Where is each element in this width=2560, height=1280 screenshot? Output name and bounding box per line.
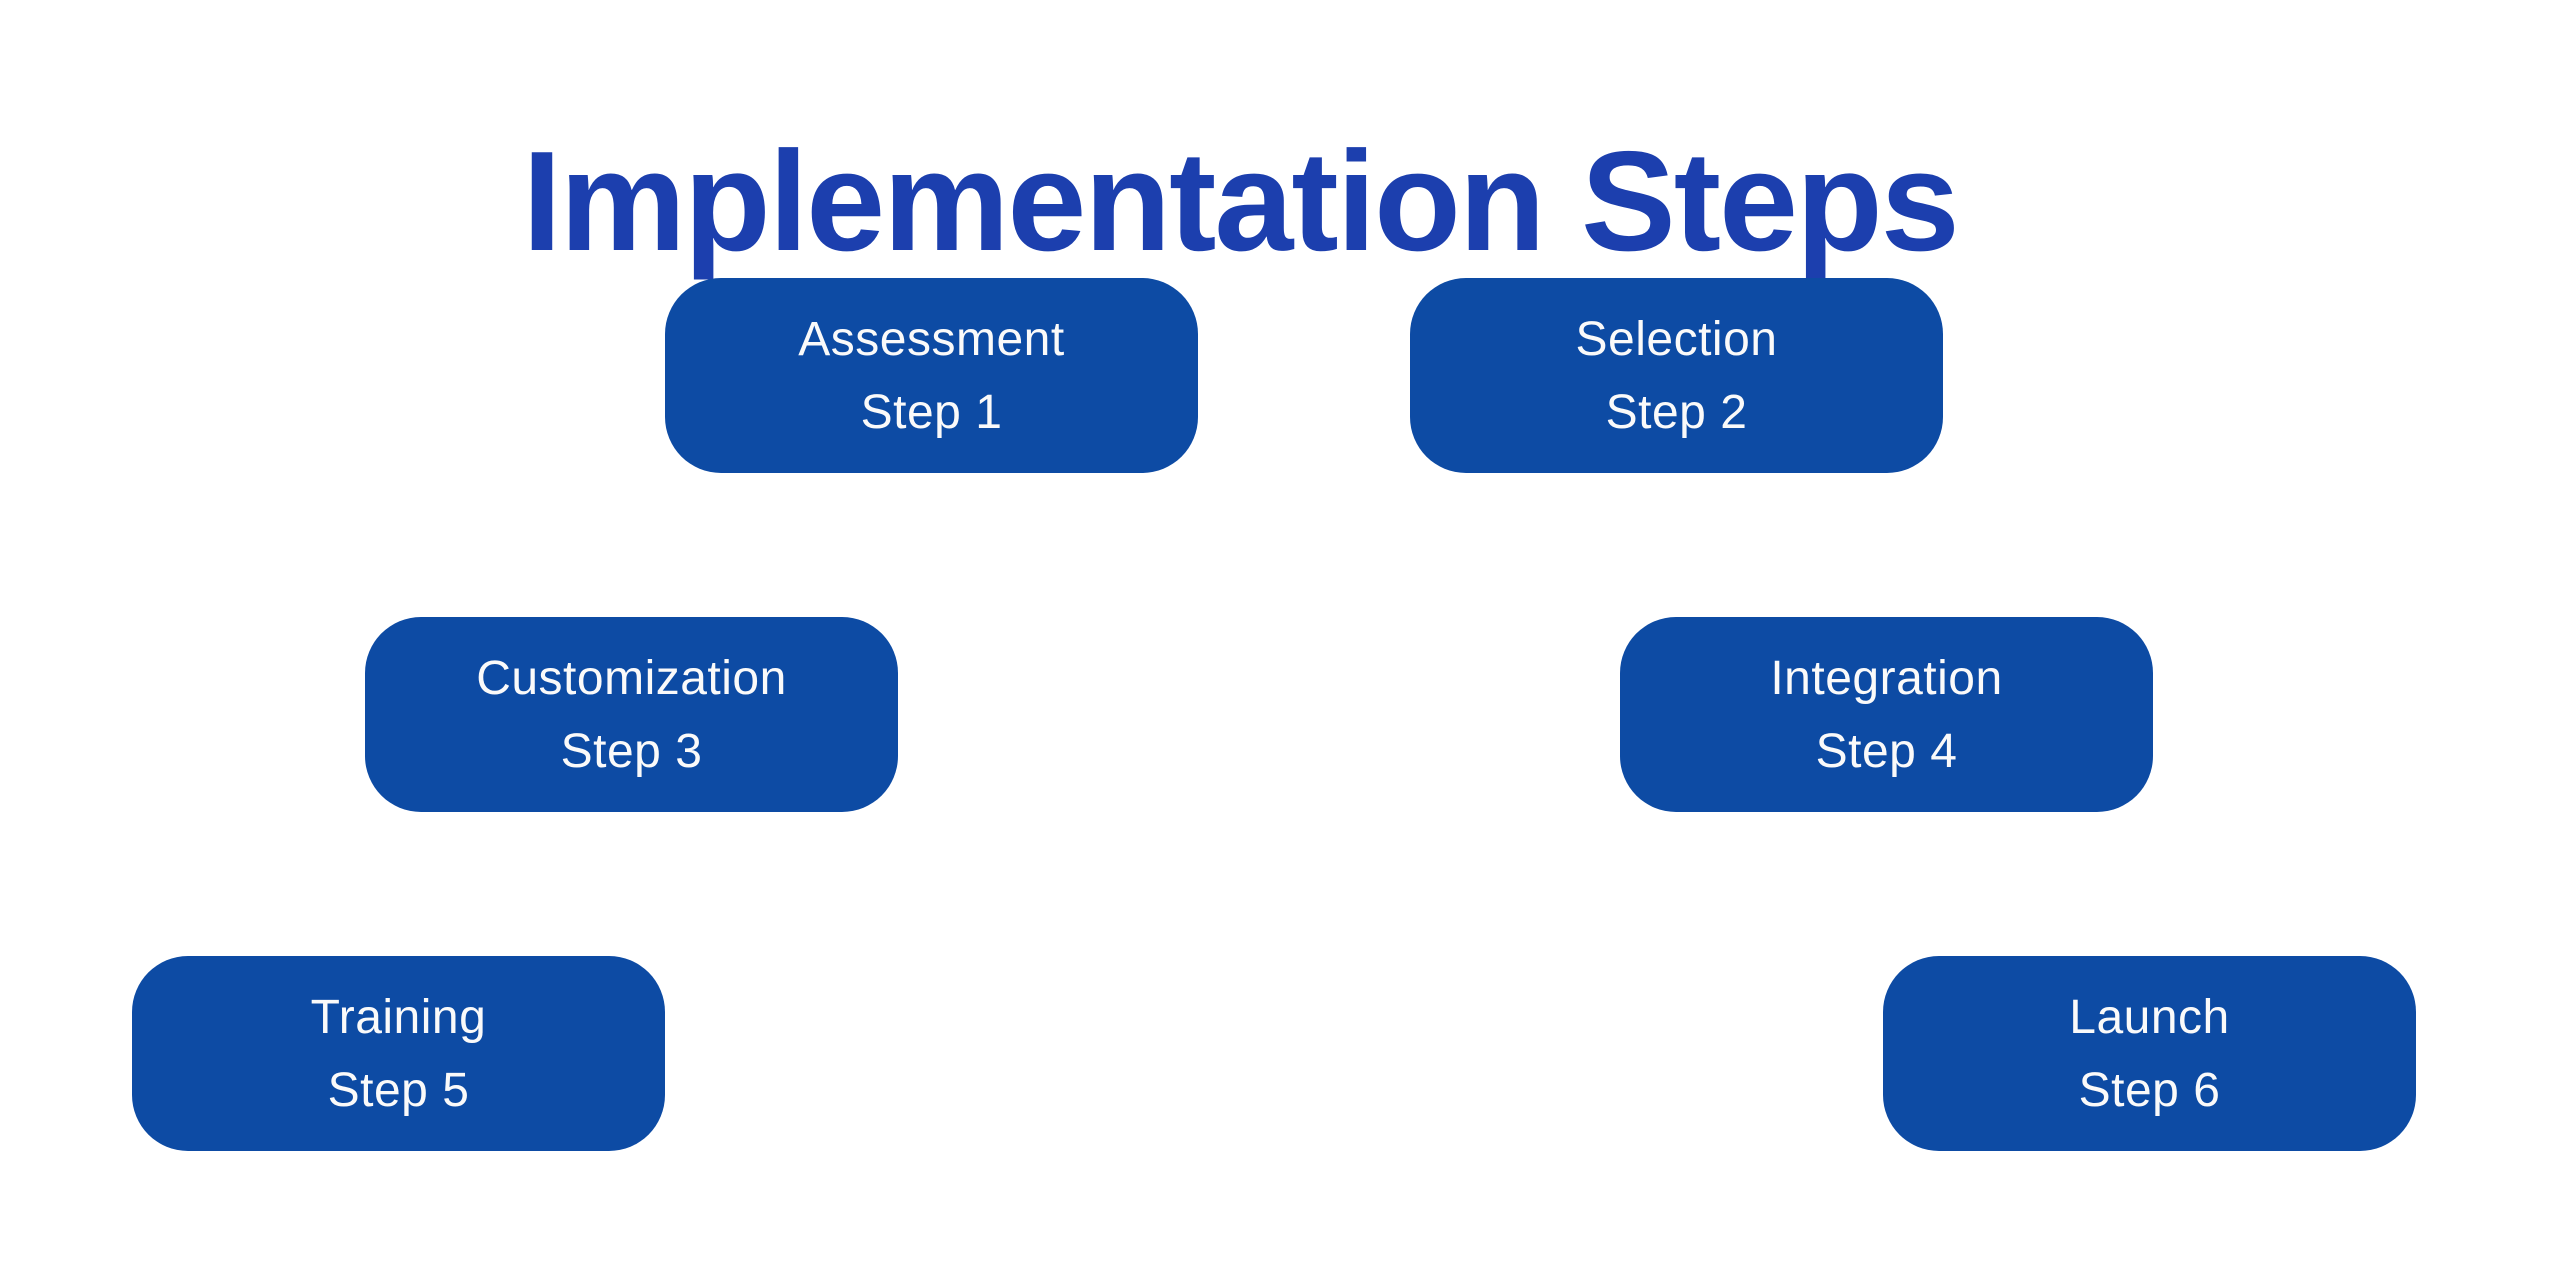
step-number: Step 5	[327, 1063, 470, 1117]
page-title: Implementation Steps	[522, 122, 1959, 282]
step-number: Step 2	[1605, 385, 1748, 439]
step-name: Selection	[1575, 312, 1778, 366]
step-box-launch: Launch Step 6	[1883, 956, 2416, 1151]
step-box-integration: Integration Step 4	[1620, 617, 2153, 812]
step-number: Step 6	[2078, 1063, 2221, 1117]
step-name: Customization	[476, 651, 787, 705]
step-number: Step 1	[860, 385, 1003, 439]
step-name: Assessment	[798, 312, 1065, 366]
step-name: Integration	[1770, 651, 2003, 705]
step-name: Launch	[2069, 990, 2230, 1044]
step-name: Training	[310, 990, 487, 1044]
step-box-training: Training Step 5	[132, 956, 665, 1151]
step-box-selection: Selection Step 2	[1410, 278, 1943, 473]
step-box-customization: Customization Step 3	[365, 617, 898, 812]
step-number: Step 4	[1815, 724, 1958, 778]
step-number: Step 3	[560, 724, 703, 778]
step-box-assessment: Assessment Step 1	[665, 278, 1198, 473]
